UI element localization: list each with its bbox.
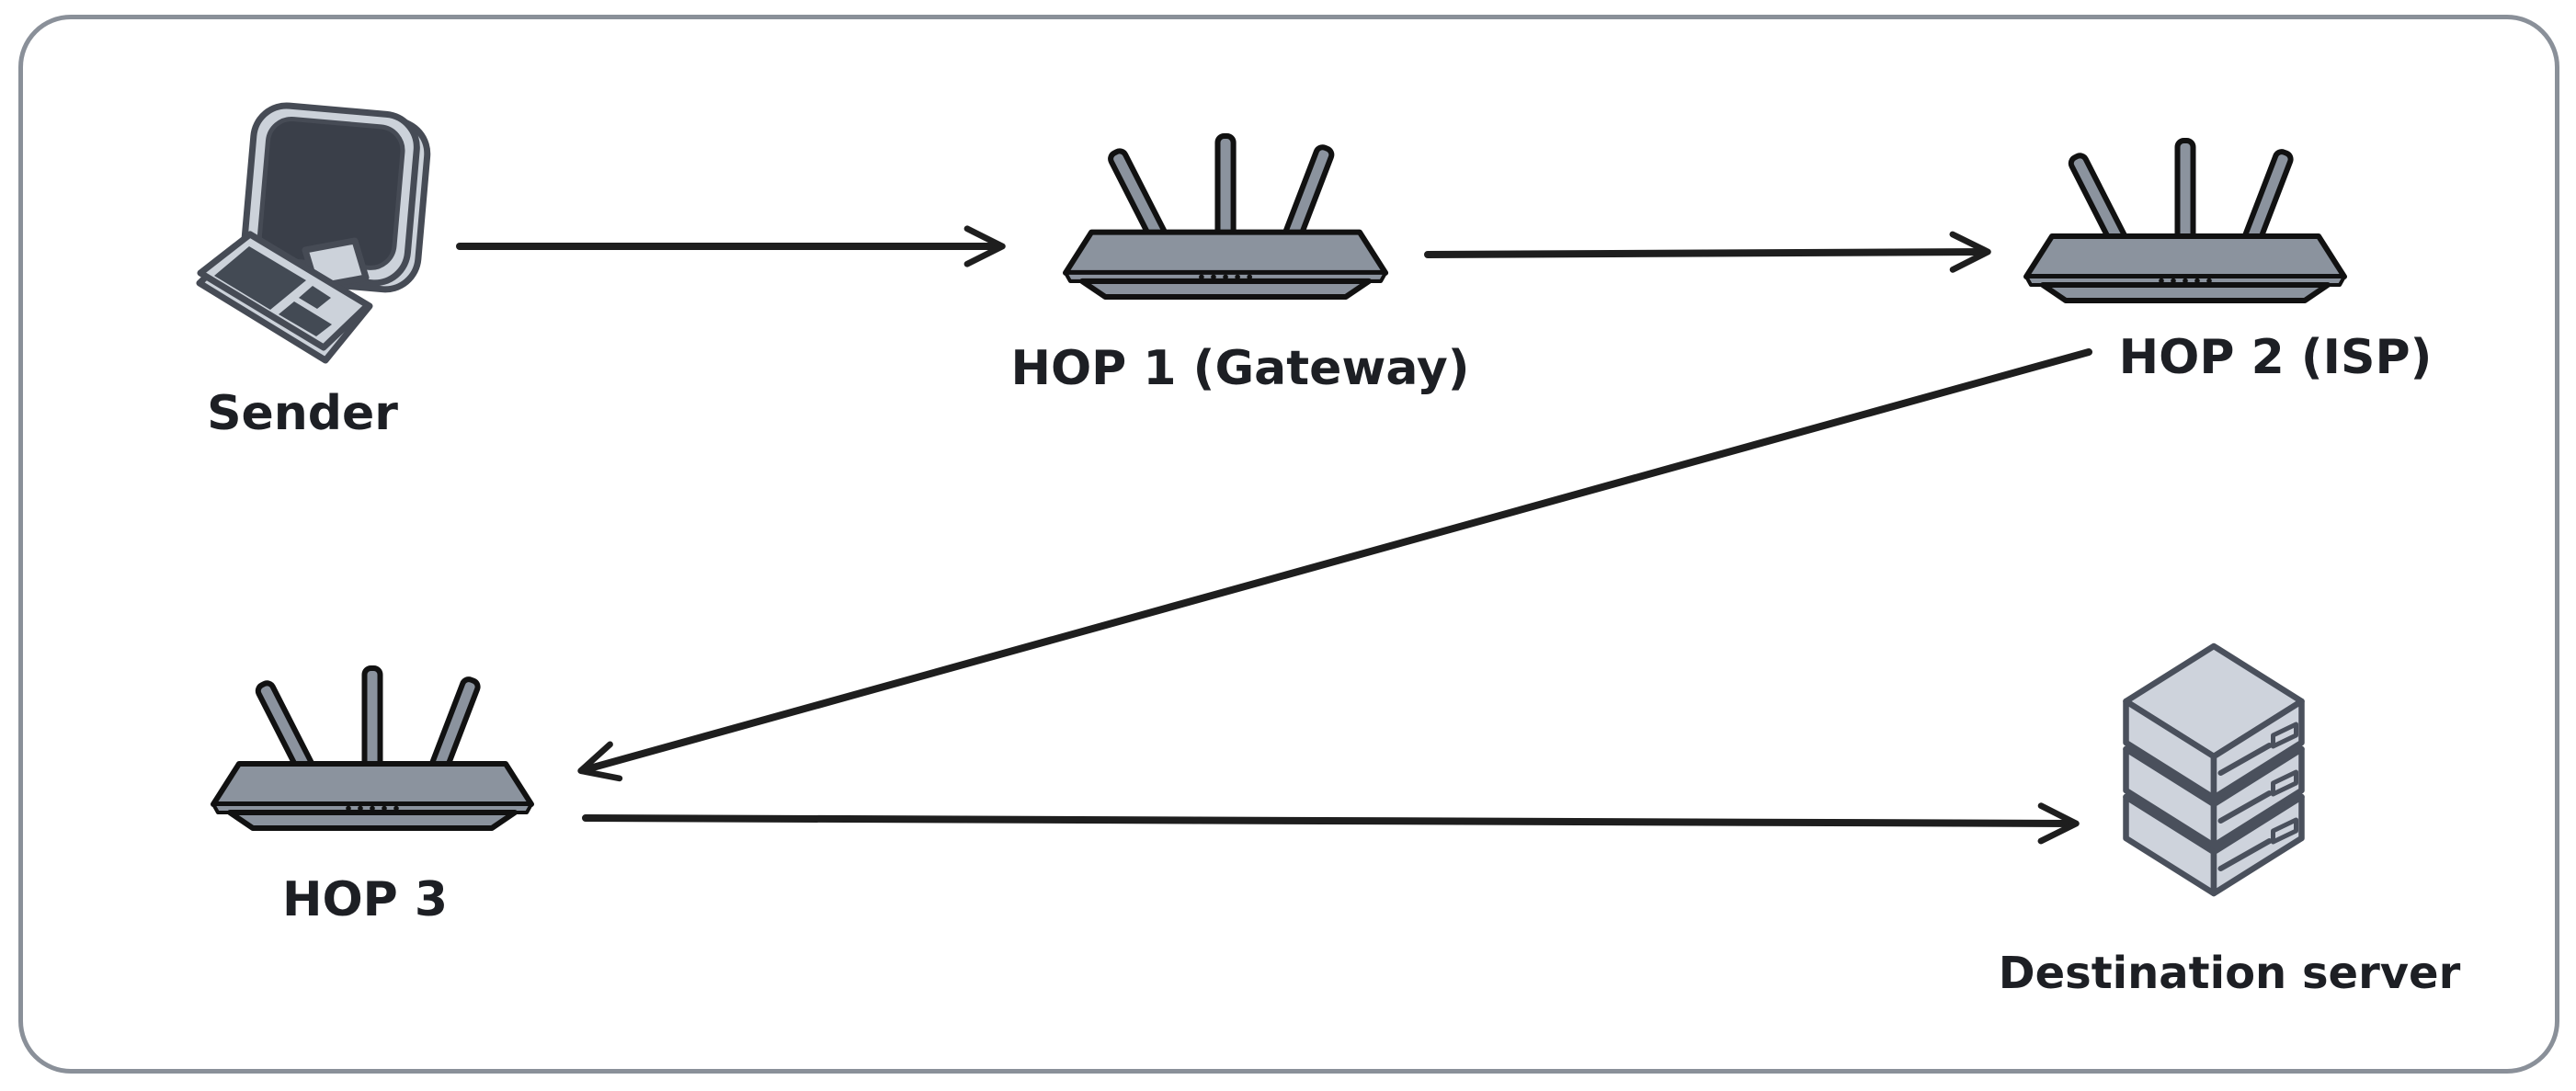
arrow-hop3-to-destination — [582, 802, 2080, 845]
hop1-router-icon — [1066, 136, 1385, 297]
hop2-label: HOP 2 (ISP) — [2118, 330, 2433, 385]
sender-computer-icon — [196, 102, 431, 364]
canvas-border — [18, 15, 2559, 1074]
hop1-label: HOP 1 (Gateway) — [1010, 341, 1470, 396]
arrow-hop2-to-hop3 — [577, 348, 2092, 782]
destination-label: Destination server — [1998, 948, 2461, 999]
sender-label: Sender — [207, 386, 398, 441]
destination-server-stack-icon — [2126, 646, 2302, 893]
hop3-router-icon — [213, 668, 531, 828]
hop3-label: HOP 3 — [281, 872, 449, 927]
arrow-hop1-to-hop2 — [1424, 231, 1991, 273]
hop2-router-icon — [2026, 141, 2344, 301]
